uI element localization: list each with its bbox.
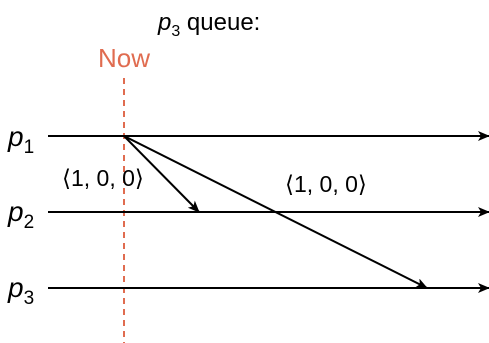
title-process-name: p [157, 9, 171, 36]
title-suffix: queue: [180, 9, 260, 36]
message-label-p1-to-p2: ⟨1, 0, 0⟩ [62, 165, 144, 191]
message-label-p1-to-p3: ⟨1, 0, 0⟩ [285, 171, 367, 197]
process-label-p1: p1 [7, 121, 34, 158]
message-arrow-p1-to-p3 [123, 135, 428, 289]
now-label: Now [98, 43, 150, 73]
message-arrow-p1-to-p2 [123, 135, 200, 213]
process-label-p2: p2 [7, 196, 34, 233]
title-process-subscript: 3 [171, 23, 180, 40]
process-label-p3: p3 [7, 272, 34, 309]
diagram-title: p3 queue: [157, 9, 260, 40]
